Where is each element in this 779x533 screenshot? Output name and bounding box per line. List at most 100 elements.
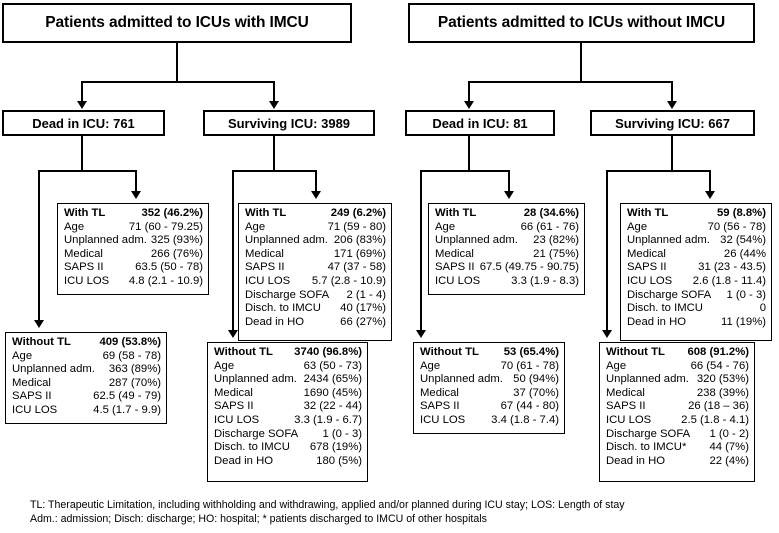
connector-to-dead-761 xyxy=(81,81,83,103)
stat-row-label: Unplanned adm. xyxy=(606,373,689,386)
stat-row: Unplanned adm.32 (54%) xyxy=(627,234,766,248)
stat-row-label: Disch. to IMCU xyxy=(245,302,321,315)
stat-row-label: SAPS II xyxy=(245,261,285,274)
stat-row-value: 47 (37 - 58) xyxy=(327,261,386,274)
connector-with-imcu-trunk xyxy=(176,43,178,81)
stat-row-value: 249 (6.2%) xyxy=(330,207,386,219)
stat-row-label: SAPS II xyxy=(435,261,475,274)
stat-row-value: 320 (53%) xyxy=(696,373,749,386)
stat-row: Unplanned adm.363 (89%) xyxy=(12,363,161,377)
footnote-line-2: Adm.: admission; Disch: discharge; HO: h… xyxy=(30,512,487,526)
stat-row-value: 37 (70%) xyxy=(513,386,559,399)
connector-surviving-667-trunk xyxy=(671,136,673,172)
connector-dead-81-to-without-tl xyxy=(420,170,422,333)
stat-row-label: ICU LOS xyxy=(435,274,481,287)
stat-row-label: ICU LOS xyxy=(12,403,58,416)
stat-row-value: 66 (61 - 76) xyxy=(520,220,579,233)
stat-row-value: 2434 (65%) xyxy=(303,373,362,386)
footnote-line-1: TL: Therapeutic Limitation, including wi… xyxy=(30,498,625,512)
connector-without-imcu-split xyxy=(468,81,673,83)
stat-row-label: Age xyxy=(64,220,85,233)
stat-row-label: ICU LOS xyxy=(627,274,673,287)
stat-row-value: 266 (76%) xyxy=(150,247,203,260)
stat-row-value: 3740 (96.8%) xyxy=(294,346,362,358)
stat-row-value: 70 (56 - 78) xyxy=(707,220,766,233)
stat-row-value: 4.8 (2.1 - 10.9) xyxy=(128,274,203,287)
stat-row-label: Without TL xyxy=(12,336,71,348)
stat-row-value: 11 (19%) xyxy=(721,315,766,328)
connector-dead-761-to-without-tl xyxy=(38,170,40,323)
stat-row-label: Unplanned adm. xyxy=(245,234,328,247)
stat-row-value: 5.7 (2.8 - 10.9) xyxy=(311,274,386,287)
stat-row-label: Age xyxy=(12,349,33,362)
stat-row-value: 1690 (45%) xyxy=(303,386,362,399)
stat-row-value: 678 (19%) xyxy=(309,441,362,454)
stat-row: Age 71 (60 - 79.25) xyxy=(64,221,203,235)
connector-dead-81-trunk xyxy=(468,136,470,172)
arrowhead-surviving-3989-without-tl xyxy=(228,330,238,338)
connector-dead-81-split xyxy=(420,170,510,172)
level-box-dead-81: Dead in ICU: 81 xyxy=(405,110,555,136)
stat-row-label: Medical xyxy=(435,247,474,260)
stat-row-value: 22 (4%) xyxy=(709,454,749,467)
level-label-dead-81: Dead in ICU: 81 xyxy=(432,115,528,131)
stat-row-value: 62.5 (49 - 79) xyxy=(93,390,161,403)
header-box-with-imcu: Patients admitted to ICUs with IMCU xyxy=(2,3,352,43)
stat-row-label: Medical xyxy=(214,386,253,399)
stat-row-value: 287 (70%) xyxy=(108,376,161,389)
stat-row-value: 31 (23 - 43.5) xyxy=(698,261,766,274)
stat-row-value: 63.5 (50 - 78) xyxy=(135,261,203,274)
stat-row: Unplanned adm.325 (93%) xyxy=(64,234,203,248)
stat-row-value: 3.3 (1.9 - 6.7) xyxy=(294,413,362,426)
stat-row-value: 21 (75%) xyxy=(533,247,579,260)
stat-row: Age 71 (59 - 80) xyxy=(245,221,386,235)
stat-row-label: Dead in HO xyxy=(245,315,305,328)
stat-row-value: 71 (59 - 80) xyxy=(327,220,386,233)
arrowhead-to-dead-761 xyxy=(77,101,87,109)
stat-row-value: 1 (0 - 3) xyxy=(726,288,766,301)
stat-row-value: 1 (0 - 3) xyxy=(322,427,362,440)
stat-row-label: Unplanned adm. xyxy=(627,234,710,247)
stat-row-label: Discharge SOFA xyxy=(606,427,691,440)
connector-dead-81-to-with-tl xyxy=(508,170,510,194)
stat-row-label: Unplanned adm. xyxy=(64,234,147,247)
stat-row-label: Discharge SOFA xyxy=(627,288,712,301)
stat-row-value: 71 (60 - 79.25) xyxy=(128,220,203,233)
stat-row-label: Medical xyxy=(606,386,645,399)
arrowhead-dead-81-with-tl xyxy=(504,191,514,199)
stat-row-label: Unplanned adm. xyxy=(435,234,518,247)
header-label-without-imcu: Patients admitted to ICUs without IMCU xyxy=(437,14,726,31)
stat-row-label: SAPS II xyxy=(12,390,52,403)
stat-row-value: 4.5 (1.7 - 9.9) xyxy=(93,403,161,416)
arrowhead-to-surviving-3989 xyxy=(269,101,279,109)
stat-row: Discharge SOFA 1 (0 - 3) xyxy=(627,289,766,303)
stat-row: Unplanned adm. 320 (53%) xyxy=(606,373,749,387)
stat-row-label: Disch. to IMCU xyxy=(627,302,703,315)
stat-row-label: Age xyxy=(627,220,648,233)
stat-row-label: Age xyxy=(245,220,266,233)
stat-row-value: 2.5 (1.8 - 4.1) xyxy=(681,413,749,426)
header-box-without-imcu: Patients admitted to ICUs without IMCU xyxy=(408,3,755,43)
stat-row-label: ICU LOS xyxy=(245,274,291,287)
